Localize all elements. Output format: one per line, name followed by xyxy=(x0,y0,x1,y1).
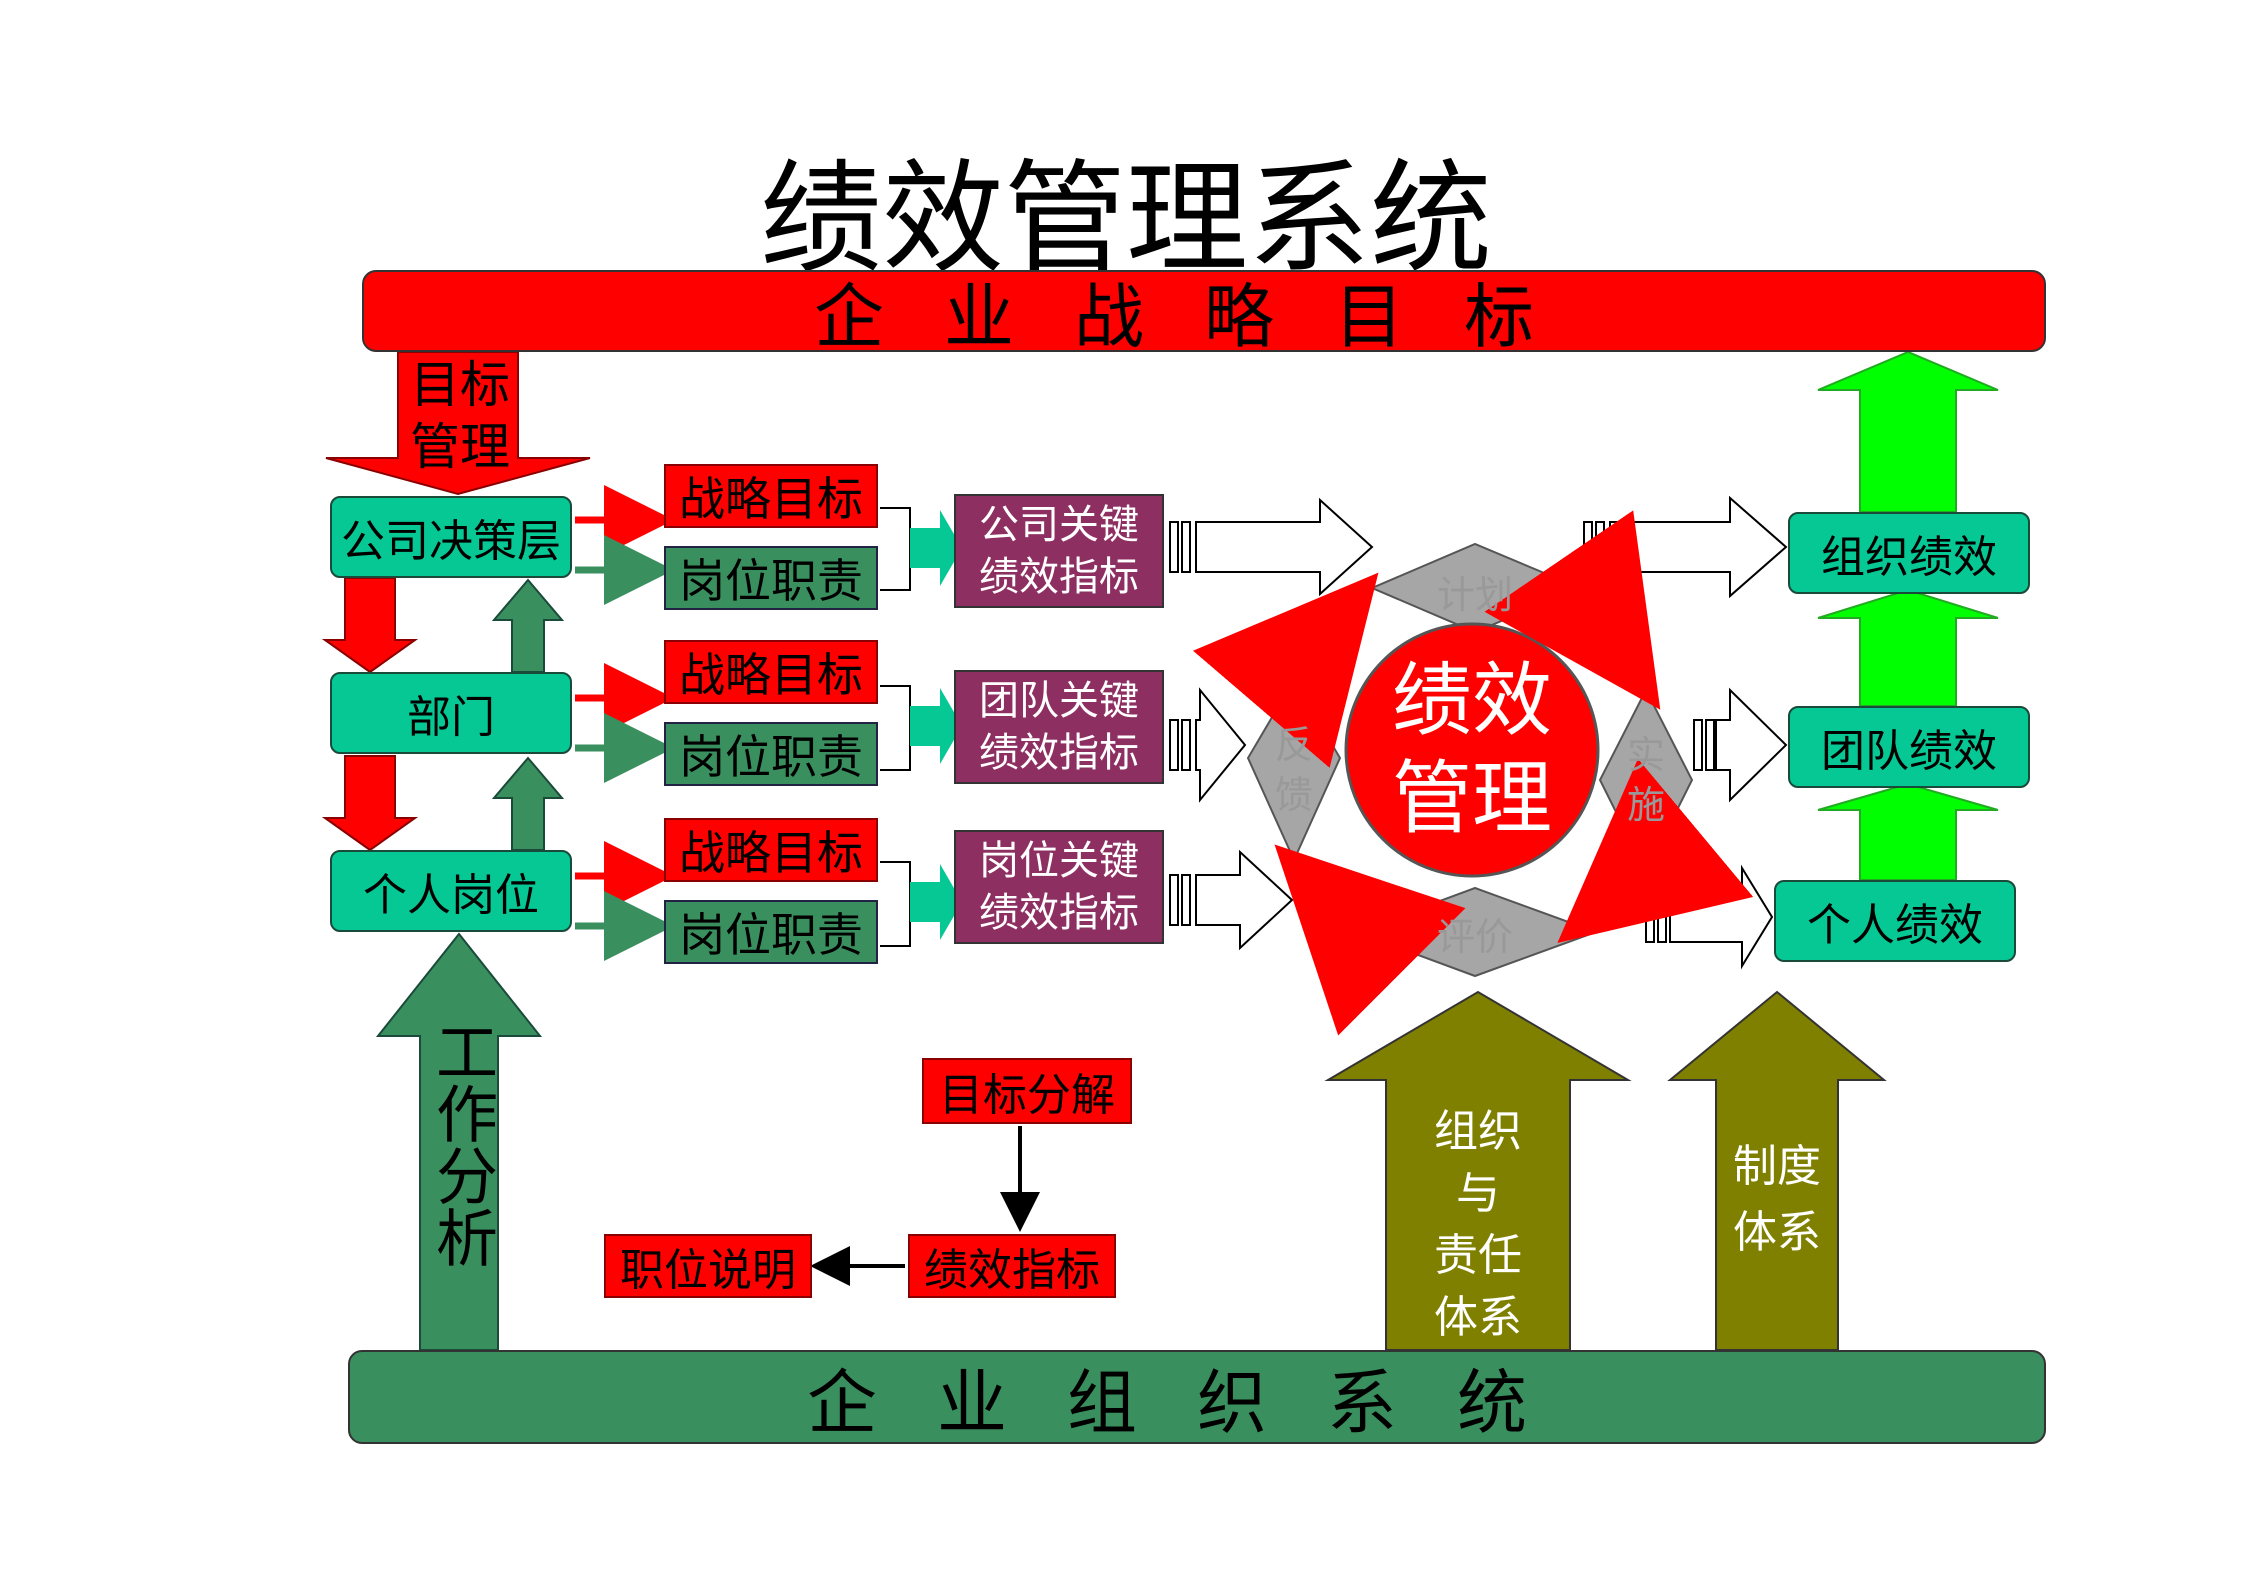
teal-arrow-1 xyxy=(910,510,962,586)
cycle-arrows xyxy=(1192,510,1754,1036)
lime-arrow-top xyxy=(1817,350,1999,513)
strategy-goal-3: 战略目标 xyxy=(664,818,878,882)
org-resp-label: 组织 与 责任 体系 xyxy=(1434,1106,1522,1343)
bracket-connectors xyxy=(880,507,911,947)
goal-mgmt-label: 目标管理 xyxy=(410,356,510,476)
level-to-item-arrows xyxy=(575,485,674,961)
kpi-position: 岗位关键 绩效指标 xyxy=(954,830,1164,944)
job-duty-3: 岗位职责 xyxy=(664,900,878,964)
page-title: 绩效管理系统 xyxy=(760,148,1492,290)
strategy-goal-1: 战略目标 xyxy=(664,464,878,528)
center-label: 绩效 管理 xyxy=(1392,654,1552,845)
level-individual: 个人岗位 xyxy=(330,850,572,932)
org-resp-arrow xyxy=(1324,990,1632,1351)
job-analysis-label: 工作分析 xyxy=(425,1020,498,1268)
kpi-decomp-box: 绩效指标 xyxy=(908,1234,1116,1298)
kpi-team: 团队关键 绩效指标 xyxy=(954,670,1164,784)
goal-mgmt-arrow xyxy=(325,351,591,496)
system-label: 制度 体系 xyxy=(1733,1141,1821,1258)
teal-arrow-3 xyxy=(910,864,962,940)
result-team: 团队绩效 xyxy=(1788,706,2030,788)
cycle-implement-label: 实施 xyxy=(1626,733,1665,827)
down-arrow-1 xyxy=(321,577,419,674)
kpi-company: 公司关键 绩效指标 xyxy=(954,494,1164,608)
job-desc-box: 职位说明 xyxy=(604,1234,812,1298)
lime-arrow-low xyxy=(1817,782,1999,881)
top-strategy-bar: 企业战略目标 xyxy=(362,270,2046,358)
level-company: 公司决策层 xyxy=(330,496,572,578)
lime-arrow-mid xyxy=(1817,588,1999,707)
result-individual: 个人绩效 xyxy=(1774,880,2016,962)
result-org: 组织绩效 xyxy=(1788,512,2030,594)
cycle-plan-label: 计划 xyxy=(1436,573,1513,617)
goal-decomp-box: 目标分解 xyxy=(922,1058,1132,1124)
bottom-org-bar: 企业组织系统 xyxy=(348,1350,2046,1444)
job-analysis-arrow xyxy=(375,932,543,1351)
cycle-feedback-label: 反馈 xyxy=(1274,723,1313,817)
cycle-evaluate-label: 评价 xyxy=(1436,915,1513,959)
level-department: 部门 xyxy=(330,672,572,754)
job-duty-2: 岗位职责 xyxy=(664,722,878,786)
system-arrow xyxy=(1667,990,1887,1351)
top-strategy-label: 企业战略目标 xyxy=(814,275,1594,358)
up-arrow-1 xyxy=(491,578,565,673)
strategy-goal-2: 战略目标 xyxy=(664,640,878,704)
bottom-org-label: 企业组织系统 xyxy=(807,1361,1587,1444)
up-arrow-2 xyxy=(491,756,565,851)
teal-arrow-2 xyxy=(910,688,962,764)
down-arrow-2 xyxy=(321,755,419,852)
job-duty-1: 岗位职责 xyxy=(664,546,878,610)
